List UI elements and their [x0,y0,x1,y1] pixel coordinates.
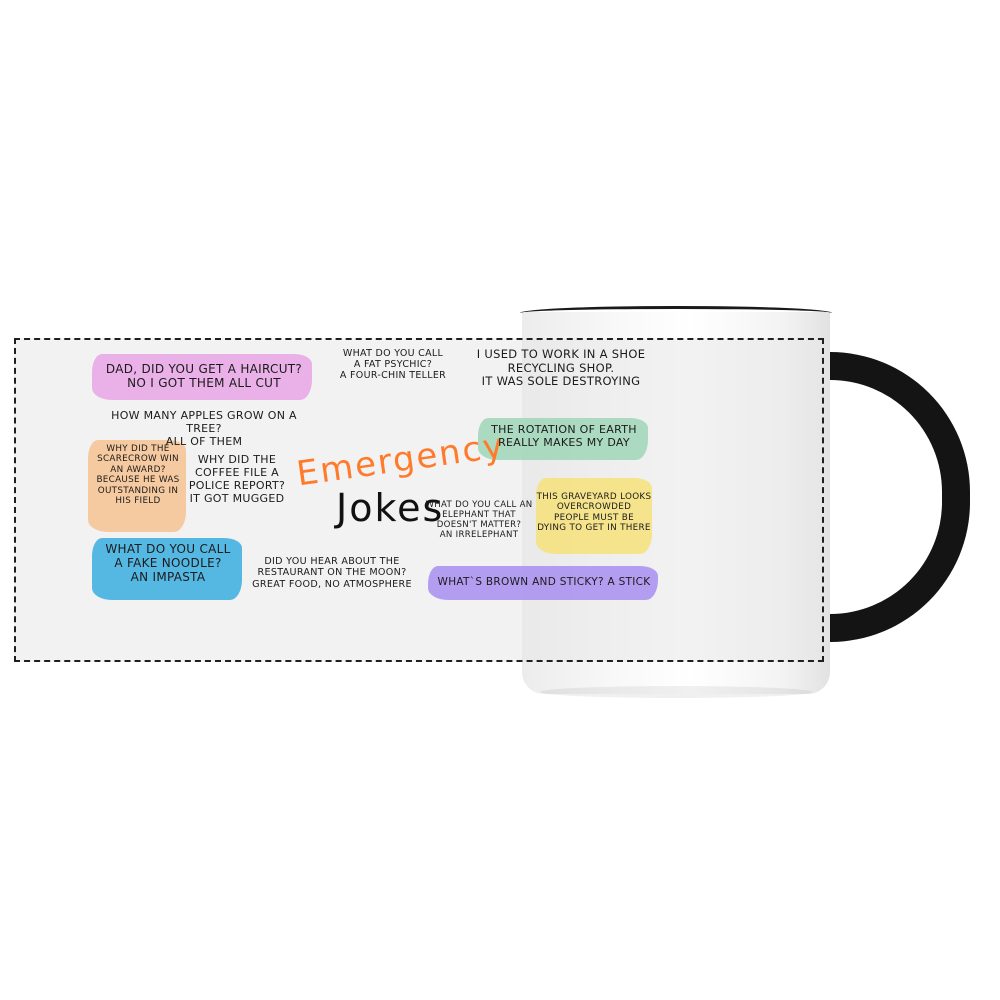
mug-shadow [540,686,812,698]
joke-haircut: DAD, DID YOU GET A HAIRCUT? NO I GOT THE… [105,362,303,391]
joke-elephant: WHAT DO YOU CALL AN ELEPHANT THAT DOESN'… [425,500,533,541]
joke-noodle: WHAT DO YOU CALL A FAKE NOODLE? AN IMPAS… [105,542,231,585]
paint-swatch-pink [92,354,312,400]
joke-coffee: WHY DID THE COFFEE FILE A POLICE REPORT?… [188,453,286,505]
joke-shoe: I USED TO WORK IN A SHOE RECYCLING SHOP.… [476,347,646,389]
paint-swatch-yellow [536,478,652,554]
design-title-jokes: Jokes [336,486,445,530]
joke-apples: HOW MANY APPLES GROW ON A TREE? ALL OF T… [111,409,297,448]
joke-moon: DID YOU HEAR ABOUT THE RESTAURANT ON THE… [252,556,412,590]
paint-swatch-blue [92,538,242,600]
joke-earth: THE ROTATION OF EARTH REALLY MAKES MY DA… [491,423,637,449]
mug-rim [520,306,832,320]
joke-stick: WHAT`S BROWN AND STICKY? A STICK [437,576,651,588]
joke-graveyard: THIS GRAVEYARD LOOKS OVERCROWDED PEOPLE … [536,492,652,534]
paint-swatch-peach [88,440,186,532]
paint-swatch-purple [428,566,658,600]
paint-swatch-green [478,418,648,460]
joke-psychic: WHAT DO YOU CALL A FAT PSYCHIC? A FOUR-C… [339,348,447,382]
joke-scarecrow: WHY DID THE SCARECROW WIN AN AWARD? BECA… [96,444,180,506]
